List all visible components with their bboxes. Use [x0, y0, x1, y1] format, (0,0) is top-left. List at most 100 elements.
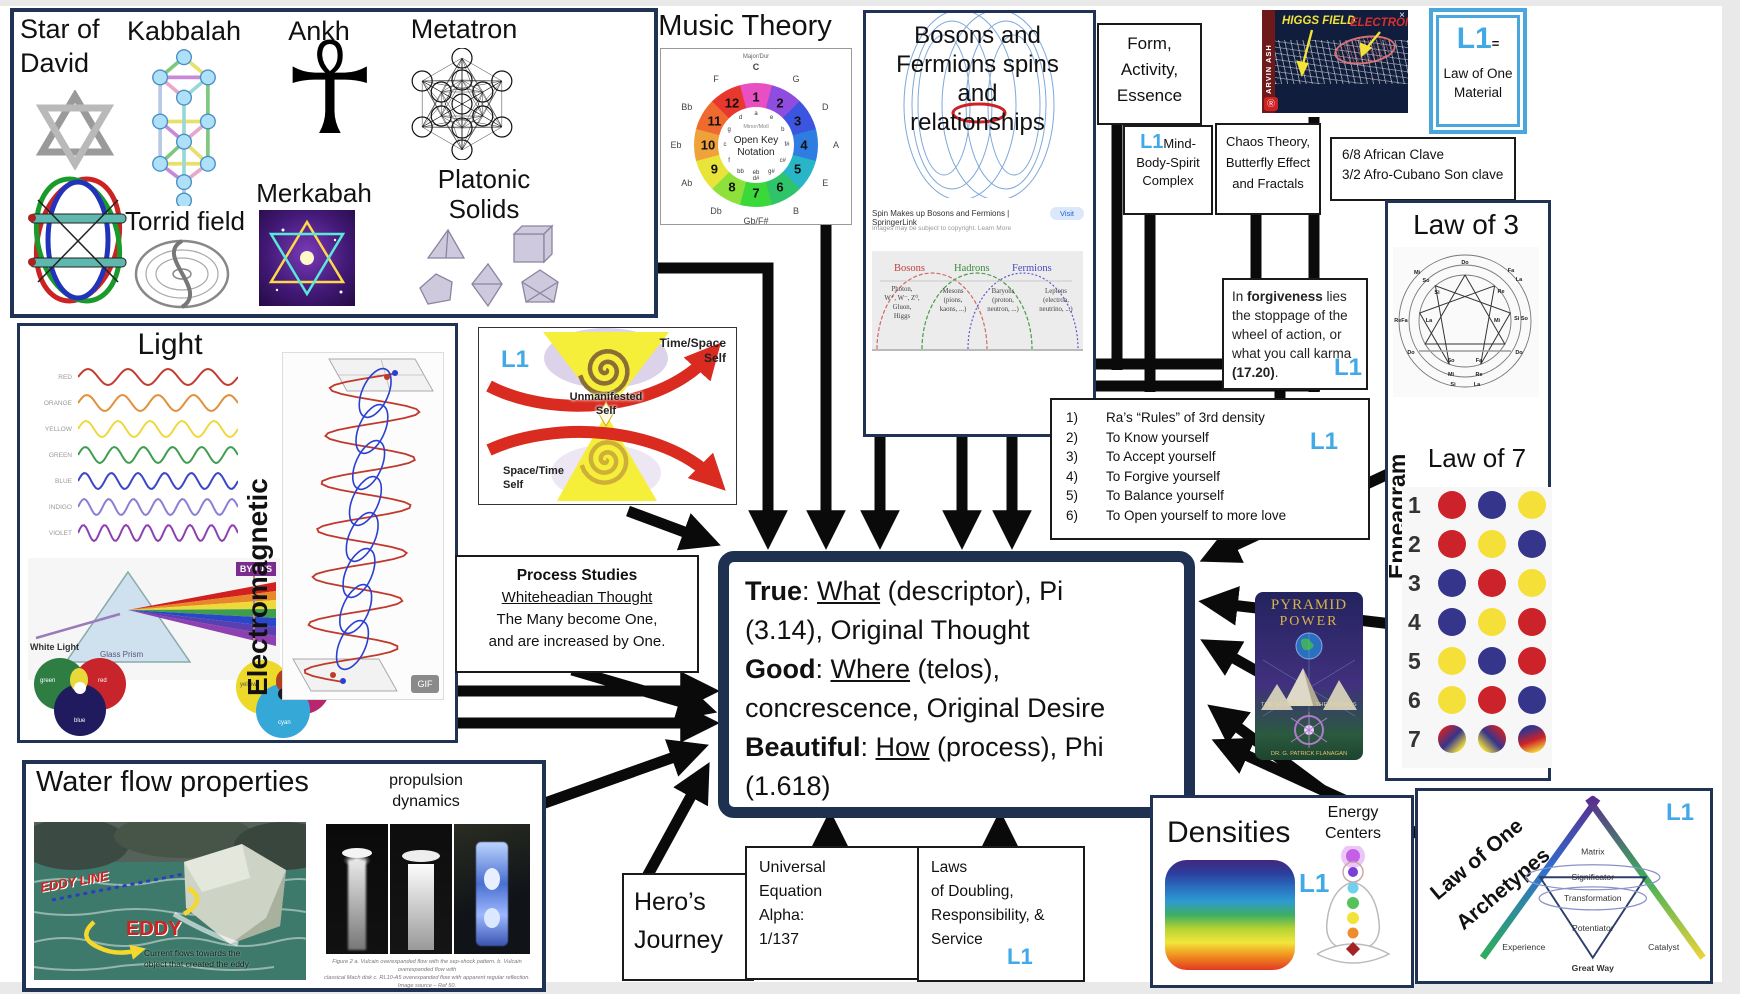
clave-box: 6/8 African Clave 3/2 Afro-Cubano Son cl…: [1330, 137, 1516, 201]
music-number: 5: [793, 161, 802, 177]
universal-equation-box: Universal Equation Alpha: 1/137: [745, 846, 919, 980]
pyramid-cover-art: [1261, 632, 1357, 720]
venn1-green-label: green: [40, 678, 56, 684]
archetype-matrix: Matrix: [1581, 846, 1605, 856]
merkabah-label: Merkabah: [256, 178, 372, 208]
pyramid-title-2: POWER: [1279, 614, 1339, 629]
central-segment: What: [817, 576, 881, 606]
process-studies-box: Process Studies Whiteheadian Thought The…: [455, 555, 699, 673]
venn-group-fermions: Fermions: [1012, 263, 1052, 274]
venn-col-leptons: Leptons (electron, neutrino, ...): [1039, 288, 1073, 313]
meditator-icon: [1316, 846, 1391, 964]
central-segment: (3.14), Original Thought: [745, 615, 1030, 645]
central-segment: concrescence, Original Desire: [745, 693, 1106, 723]
central-line: True: What (descriptor), Pi: [745, 572, 1168, 611]
venn-group-hadrons: Hadrons: [954, 263, 990, 274]
visit-button[interactable]: Visit: [1050, 207, 1084, 220]
enneagram-note-label: Si: [1434, 290, 1440, 296]
archetypes-triangle: Matrix Significator Transformation Poten…: [1479, 795, 1706, 973]
central-segment: :: [860, 732, 876, 762]
music-inner-note: c#: [779, 157, 787, 164]
law7-dot: [1438, 608, 1466, 636]
central-segment: :: [802, 576, 818, 606]
ra-rule-row: 1)Ra’s “Rules” of 3rd density: [1052, 408, 1368, 428]
ra-rule-text: Ra’s “Rules” of 3rd density: [1106, 410, 1265, 425]
chaos-theory-box: Chaos Theory, Butterfly Effect and Fract…: [1215, 123, 1321, 215]
central-line: (1.618): [745, 767, 1168, 806]
music-inner-note: e: [769, 115, 774, 122]
central-segment: Where: [830, 654, 911, 684]
l1-ra: L1: [1310, 428, 1339, 455]
wavelength-row: BLUE: [30, 468, 242, 494]
music-number: 12: [724, 95, 740, 111]
unmanifested-self-label: Unmanifested Self: [569, 391, 643, 417]
ankh-icon: ☥: [282, 18, 378, 161]
particle-venn: Bosons Hadrons Fermions Photon, W⁺, W⁻, …: [872, 251, 1083, 351]
music-inner-note: f: [728, 157, 730, 164]
music-outer-note: Ab: [681, 178, 693, 188]
mindbody-label: Mind- Body-Spirit Complex: [1136, 136, 1200, 188]
ra-rule-row: 4)To Forgive yourself: [1052, 467, 1368, 487]
open-key-label-1: Open Key: [733, 135, 779, 146]
byjus-logo: BYJU'S: [235, 562, 276, 576]
wavelength-row: RED: [30, 364, 242, 390]
mind-body-spirit-box: L1Mind- Body-Spirit Complex: [1123, 125, 1213, 215]
enneagram-note-label: Si: [1450, 382, 1456, 388]
wavelength-label: YELLOW: [44, 425, 72, 433]
central-segment: (1.618): [745, 771, 831, 801]
music-inner-note: b: [781, 126, 785, 133]
central-segment: (process), Phi: [929, 732, 1104, 762]
metatron-cube-icon: [411, 48, 513, 160]
wavelength-row: YELLOW: [30, 416, 242, 442]
law7-dot: [1438, 491, 1466, 519]
wavelength-row: GREEN: [30, 442, 242, 468]
densities-title: Densities: [1167, 816, 1291, 849]
enneagram-note-label: So: [1422, 278, 1430, 284]
law7-dot: [1518, 491, 1546, 519]
law7-dot: [1478, 686, 1506, 714]
yellow-arrows-icon: [1296, 29, 1381, 78]
law7-row-number: 4: [1408, 608, 1421, 635]
heros-journey-box: Hero’s Journey: [622, 873, 754, 981]
forgiveness-box: In forgiveness lies the stoppage of the …: [1222, 278, 1368, 390]
pyramid-title-1: PYRAMID: [1270, 597, 1348, 613]
music-inner-note: d: [738, 115, 743, 122]
wavelength-row: ORANGE: [30, 390, 242, 416]
ra-rule-row: 3)To Accept yourself: [1052, 447, 1368, 467]
music-outer-note: C: [752, 62, 760, 72]
law7-dot: [1478, 530, 1506, 558]
music-number: 7: [752, 185, 760, 201]
enneagram-note-label: Fa: [1475, 358, 1483, 364]
process-title: Process Studies: [516, 567, 638, 584]
ra-rule-number: 4): [1066, 468, 1079, 484]
form-activity-essence-box: Form, Activity, Essence: [1097, 23, 1202, 125]
music-inner-note: c: [723, 142, 727, 148]
star-of-david-label-2: David: [20, 48, 90, 78]
archetype-transformation: Transformation: [1564, 893, 1622, 903]
law7-dot: [1518, 725, 1546, 753]
enneagram-note-label: La: [1425, 318, 1433, 324]
central-segment: Good: [745, 654, 816, 684]
circle-of-fifths: Major/Dur Minor/Moll Open Key Notation 1…: [660, 48, 852, 226]
l1-laws: L1: [1007, 944, 1033, 969]
law7-row-number: 6: [1408, 686, 1421, 713]
pyramid-author: DR. G. PATRICK FLANAGAN: [1270, 751, 1348, 757]
law7-dot: [1518, 569, 1546, 597]
white-light-label: White Light: [30, 642, 79, 652]
timespace-self-label: Time/Space Self: [659, 336, 726, 365]
star-of-david-icon: [36, 90, 114, 170]
wavelength-row: VIOLET: [30, 520, 242, 546]
venn-col-baryons: Baryons (proton, neutron, ...): [987, 288, 1019, 313]
process-line-3: The Many become One,: [496, 611, 658, 628]
close-icon[interactable]: ×: [1399, 10, 1405, 21]
laws-doubling-text: Laws of Doubling, Responsibility, & Serv…: [931, 859, 1045, 948]
wavelength-label: ORANGE: [43, 399, 72, 407]
merkabah-icon: [259, 210, 355, 306]
enneagram-note-label: Mi: [1447, 372, 1455, 378]
bosons-caption: Spin Makes up Bosons and Fermions | Spri…: [872, 209, 1010, 227]
law7-dot: [1518, 686, 1546, 714]
